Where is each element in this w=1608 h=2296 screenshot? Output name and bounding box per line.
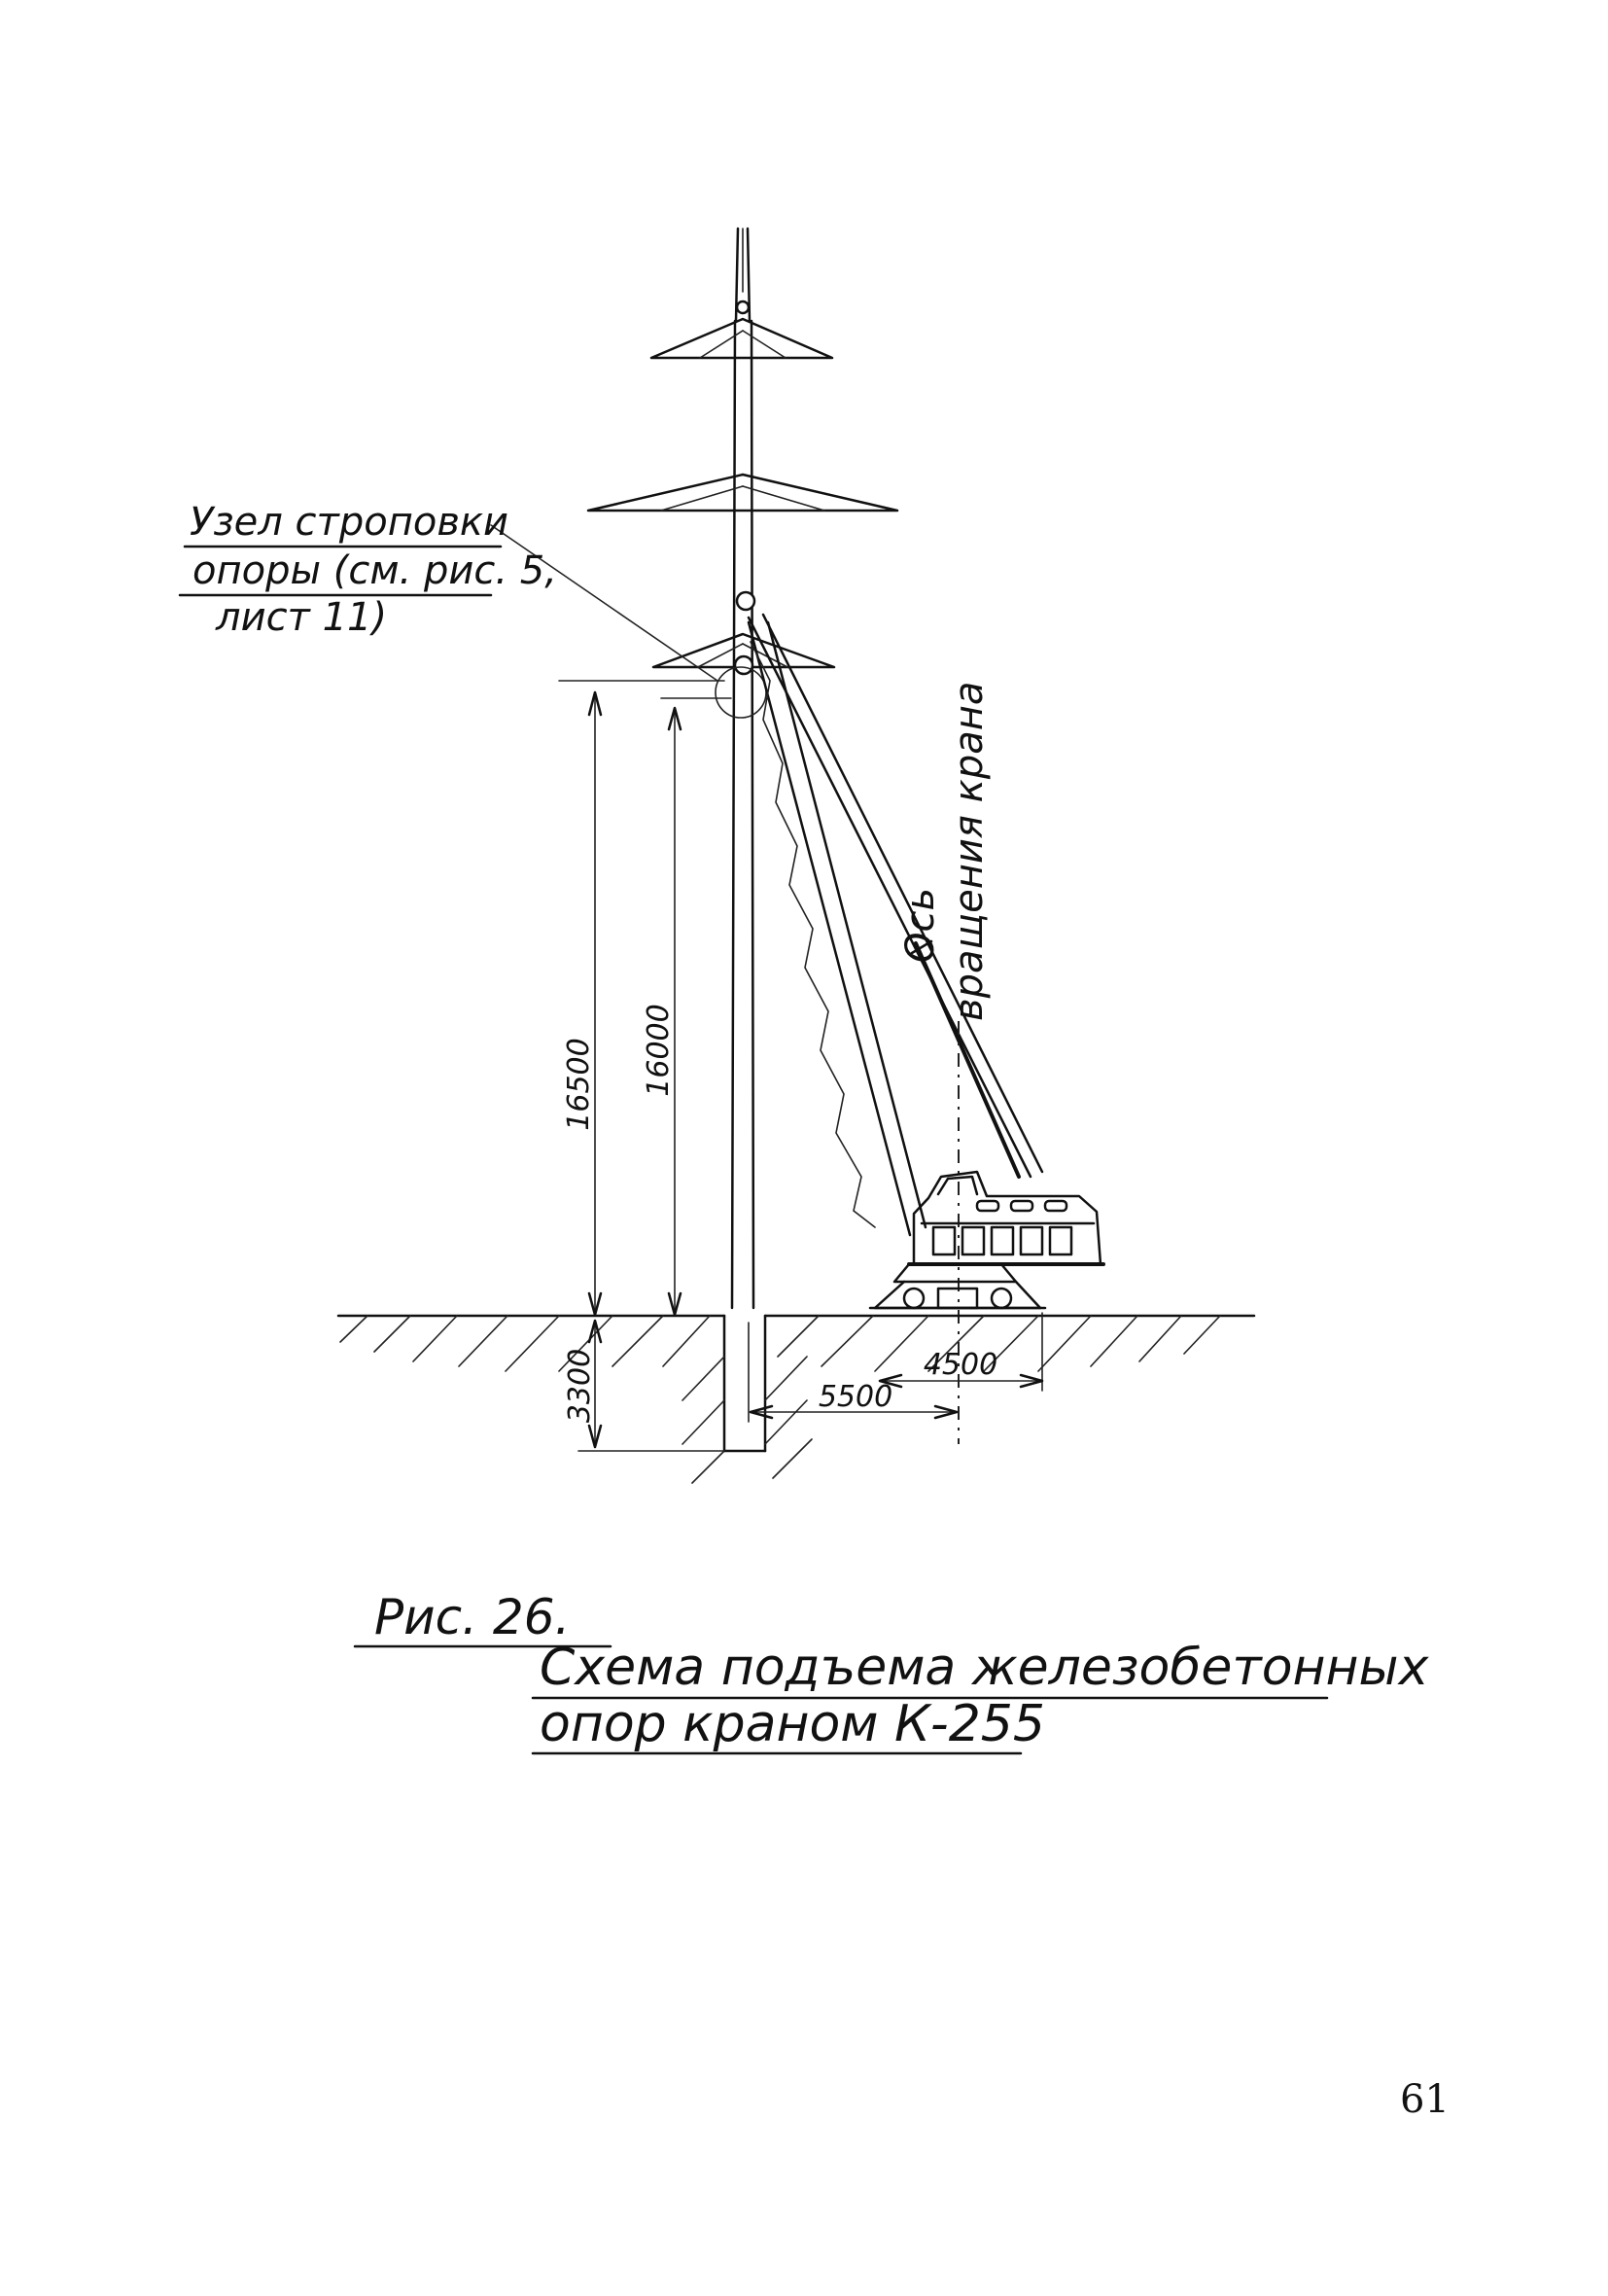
figure-caption: Рис. 26. Схема подъема железобетонных оп… — [353, 1589, 1430, 1755]
dim-label-5500: 5500 — [819, 1380, 892, 1414]
crane-boom — [747, 620, 927, 1237]
crane-body — [907, 1170, 1105, 1266]
annotation-line3: лист 11) — [215, 595, 387, 640]
dimension-3300 — [577, 1319, 725, 1452]
dimension-16500 — [558, 680, 725, 1317]
caption-title-line1: Схема подъема железобетонных — [540, 1639, 1430, 1697]
dimension-4500 — [878, 1312, 1044, 1392]
dim-label-3300: 3300 — [563, 1349, 597, 1423]
annotation-leader — [490, 524, 718, 682]
annotation-line1: Узел строповки — [190, 500, 508, 545]
ground-surface — [336, 1314, 1256, 1372]
page-number: 61 — [1400, 2077, 1450, 2122]
annotation-line2: опоры (см. рис. 5, — [192, 548, 557, 593]
crane-ropes — [747, 613, 1044, 1179]
dimension-5500 — [748, 1322, 959, 1423]
sling-node-annotation: Узел строповки опоры (см. рис. 5, лист 1… — [178, 500, 557, 640]
axis-label: Ось вращения крана — [898, 682, 992, 1021]
caption-title-line2: опор краном К-255 — [540, 1695, 1045, 1753]
caption-figure-number: Рис. 26. — [374, 1589, 570, 1645]
tower-crossarm-middle — [586, 473, 899, 512]
dim-label-4500: 4500 — [924, 1348, 997, 1382]
dimension-16000 — [660, 697, 732, 1317]
axis-label-line2: вращения крана — [947, 682, 992, 1021]
axis-label-line1: Ось — [898, 888, 943, 963]
dim-label-16500: 16500 — [562, 1038, 596, 1130]
crane-undercarriage — [868, 1262, 1047, 1310]
foundation-pit — [682, 1314, 813, 1484]
tower-pole — [730, 227, 755, 1310]
dim-label-16000: 16000 — [642, 1004, 676, 1096]
tower-crossarm-top — [649, 317, 834, 360]
